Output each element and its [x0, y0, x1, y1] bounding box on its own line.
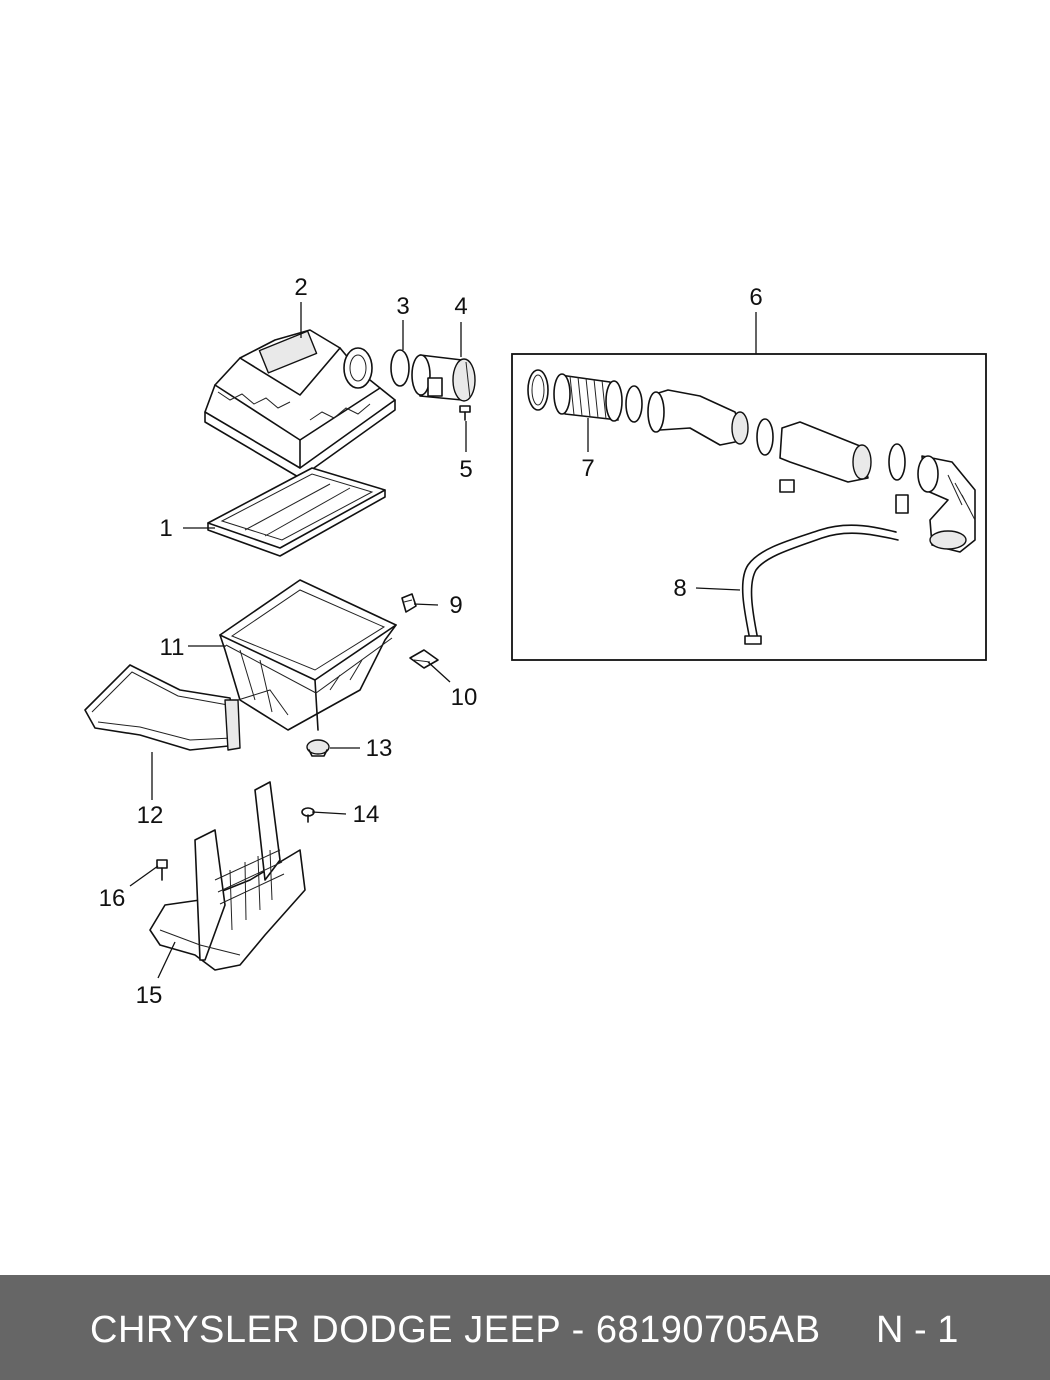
callout-7: 7 [581, 455, 594, 482]
callout-2: 2 [294, 274, 307, 301]
parts-diagram: 2 3 4 5 1 6 7 8 9 10 11 12 13 14 16 15 [84, 274, 987, 1009]
callout-6: 6 [749, 284, 762, 311]
part-6-intake-tube[interactable] [647, 389, 749, 446]
callout-10: 10 [451, 684, 478, 711]
part-8-breather-hose[interactable] [741, 524, 899, 645]
callout-3: 3 [396, 293, 409, 320]
part-10-bracket[interactable] [409, 649, 439, 669]
callout-4: 4 [454, 293, 467, 320]
part-9-clip[interactable] [401, 593, 417, 613]
part-6-clamp[interactable] [527, 369, 549, 411]
callout-15: 15 [136, 982, 163, 1009]
footer-bar: CHRYSLER DODGE JEEP - 68190705AB N - 1 [0, 1275, 1050, 1380]
leader-lines [129, 302, 757, 979]
part-15-support-bracket[interactable] [149, 781, 306, 971]
callout-9: 9 [449, 592, 462, 619]
part-3-o-ring[interactable] [390, 349, 410, 387]
footer-page-label: N - 1 [876, 1309, 959, 1351]
part-4-airflow-sensor[interactable] [411, 354, 476, 402]
callout-16: 16 [99, 885, 126, 912]
footer-part-title: CHRYSLER DODGE JEEP - 68190705AB [90, 1309, 821, 1351]
part-16-bolt[interactable] [156, 859, 168, 881]
part-6-clamp-2[interactable] [625, 385, 643, 423]
callout-13: 13 [366, 735, 393, 762]
part-6-connector[interactable] [895, 494, 909, 514]
callout-5: 5 [459, 456, 472, 483]
part-7-bellows-hose[interactable] [553, 373, 623, 422]
callout-12: 12 [137, 802, 164, 829]
callout-14: 14 [353, 801, 380, 828]
part-6-intake-assembly-box [511, 353, 987, 661]
part-6-resonator[interactable] [779, 421, 872, 493]
part-11-air-cleaner-housing[interactable] [219, 579, 397, 731]
part-12-inlet-duct[interactable] [84, 664, 241, 751]
callout-1: 1 [159, 515, 172, 542]
part-2-air-cleaner-cover[interactable] [204, 329, 396, 479]
part-13-grommet[interactable] [306, 739, 330, 757]
part-5-screw[interactable] [459, 405, 471, 421]
callout-8: 8 [673, 575, 686, 602]
part-6-clamp-3[interactable] [756, 418, 774, 456]
part-1-air-filter[interactable] [207, 467, 386, 557]
part-6-clamp-4[interactable] [888, 443, 906, 481]
callout-11: 11 [160, 634, 185, 661]
callout-labels: 2 3 4 5 1 6 7 8 9 10 11 12 13 14 16 15 [99, 274, 763, 1009]
part-6-elbow-hose[interactable] [917, 455, 976, 553]
part-14-push-pin[interactable] [301, 807, 315, 823]
